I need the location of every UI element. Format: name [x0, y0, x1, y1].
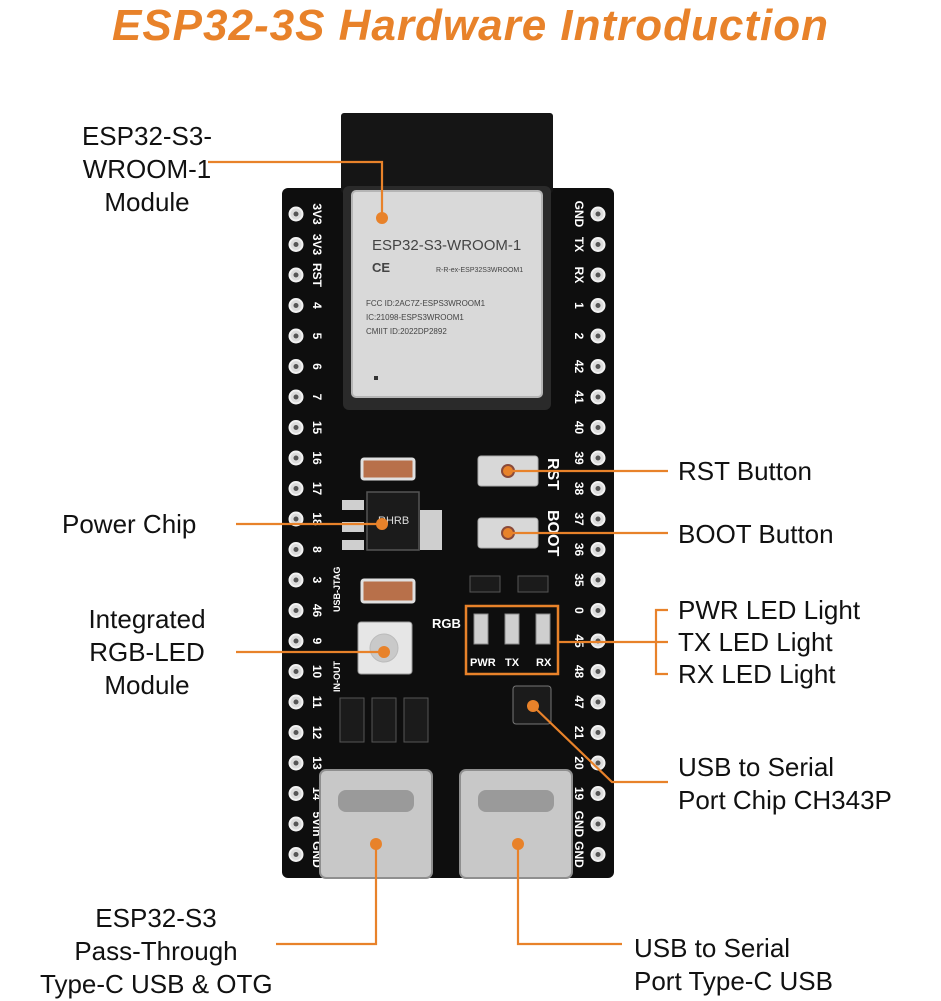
left-pin-label: 8: [310, 546, 324, 553]
module-name-text: ESP32-S3-WROOM-1: [372, 237, 521, 254]
label-serial-chip: USB to Serial Port Chip CH343P: [678, 752, 892, 815]
tx-silk: TX: [505, 657, 520, 669]
left-pin-label: 6: [310, 363, 324, 370]
usb-c-right: [459, 769, 573, 879]
right-pin-label: 36: [572, 543, 586, 557]
right-pin-label: GND: [572, 841, 586, 868]
in-out-silk: IN-OUT: [332, 661, 342, 692]
pwr-led: [473, 613, 489, 645]
pwr-silk: PWR: [470, 657, 496, 669]
right-pin-label: 19: [572, 787, 586, 801]
ce-mark: CE: [372, 260, 390, 275]
left-pin-label: 9: [310, 638, 324, 645]
module-shield: [351, 190, 543, 398]
ic-line: IC:21098-ESPS3WROOM1: [366, 313, 464, 322]
power-chip: [366, 491, 420, 551]
rx-silk: RX: [536, 657, 552, 669]
label-boot-button: BOOT Button: [678, 519, 834, 549]
left-pin-label: 15: [310, 421, 324, 435]
right-pin-label: 38: [572, 482, 586, 496]
right-pin-label: TX: [572, 237, 586, 252]
label-serial-usb: USB to Serial Port Type-C USB: [634, 933, 833, 996]
right-pin-label: 47: [572, 695, 586, 709]
right-pin-label: 0: [572, 607, 586, 614]
right-pin-label: 2: [572, 333, 586, 340]
tx-led: [504, 613, 520, 645]
left-pin-label: 16: [310, 451, 324, 465]
module-antenna: [341, 113, 553, 193]
left-pin-label: 3V3: [310, 203, 324, 225]
right-pin-label: 41: [572, 390, 586, 404]
led-highlight-box: [464, 604, 560, 676]
capacitor-top: [360, 457, 416, 481]
left-pin-label: 11: [310, 696, 324, 709]
left-pin-label: 5: [310, 333, 324, 340]
leader-lines: [208, 160, 668, 946]
label-rgb: Integrated RGB-LED Module: [88, 604, 206, 700]
usb-jtag-silk: USB-JTAG: [332, 567, 342, 612]
rst-silk: RST: [544, 458, 561, 490]
rx-led: [535, 613, 551, 645]
right-pin-label: RX: [572, 267, 586, 284]
right-pin-label: 40: [572, 421, 586, 435]
right-pin-label: GND: [572, 201, 586, 228]
label-rst-button: RST Button: [678, 456, 812, 486]
capacitor-bottom: [360, 578, 416, 604]
left-pin-holes: [288, 206, 304, 862]
label-pwr-led: PWR LED Light: [678, 595, 861, 625]
label-rx-led: RX LED Light: [678, 659, 836, 689]
left-pin-labels: 3V33V3RST4567151617188346910111213145Vin…: [310, 203, 324, 868]
right-pin-label: 35: [572, 573, 586, 587]
right-pin-label: 37: [572, 512, 586, 526]
label-tx-led: TX LED Light: [678, 627, 833, 657]
leader-dots: [370, 212, 539, 850]
left-pin-label: 3V3: [310, 234, 324, 256]
right-pin-label: 42: [572, 360, 586, 374]
right-pin-holes: [590, 206, 606, 862]
page-title: ESP32-3S Hardware Introduction: [111, 1, 830, 50]
label-module: ESP32-S3- WROOM-1 Module: [81, 121, 213, 217]
left-pin-label: RST: [310, 263, 324, 288]
rgb-silk: RGB: [432, 616, 461, 631]
left-pin-label: 4: [310, 302, 324, 309]
module-id-line: R-R-ex-ESP32S3WROOM1: [436, 267, 523, 274]
right-pin-label: 20: [572, 756, 586, 770]
left-pin-label: 18: [310, 512, 324, 526]
left-pin-label: 13: [310, 756, 324, 770]
right-pin-label: 1: [572, 302, 586, 309]
right-pin-labels: GNDTXRX1242414039383736350454847212019GN…: [572, 201, 586, 869]
left-pin-label: 3: [310, 577, 324, 584]
cmiit-line: CMIIT ID:2022DP2892: [366, 327, 447, 336]
label-passthrough: ESP32-S3 Pass-Through Type-C USB & OTG: [40, 903, 273, 999]
module-dot: [374, 376, 378, 380]
left-pin-label: 17: [310, 482, 324, 496]
right-pin-label: 48: [572, 665, 586, 679]
right-pin-label: 21: [572, 726, 586, 740]
right-pin-label: 39: [572, 451, 586, 465]
left-pin-label: 12: [310, 726, 324, 740]
left-pin-label: 7: [310, 394, 324, 401]
fcc-line: FCC ID:2AC7Z-ESPS3WROOM1: [366, 299, 486, 308]
left-pin-label: 10: [310, 665, 324, 679]
left-pin-label: 46: [310, 604, 324, 618]
label-power-chip: Power Chip: [62, 509, 197, 539]
right-pin-label: GND: [572, 811, 586, 838]
